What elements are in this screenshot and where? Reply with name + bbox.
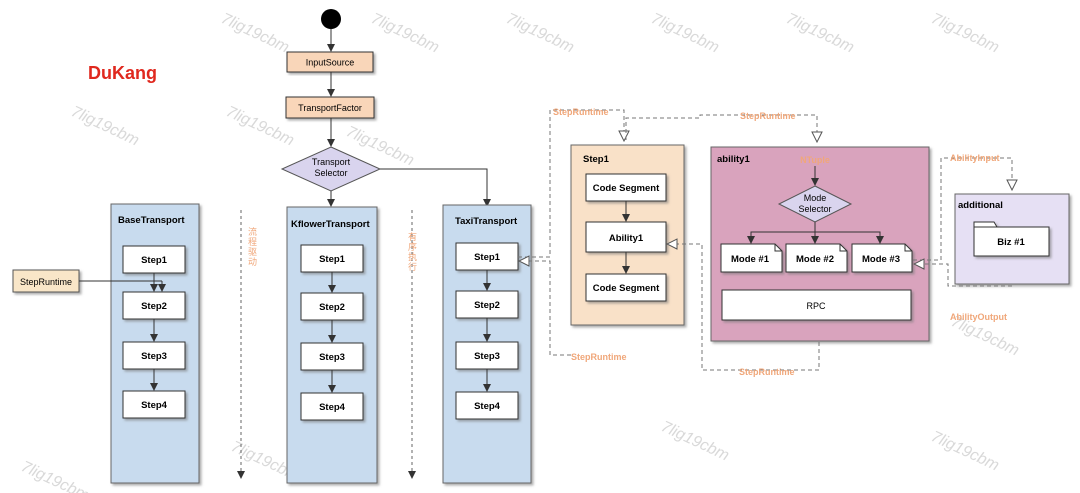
- ability1-box: [585, 221, 667, 253]
- ability-output-label: AbilityOutput: [950, 312, 1007, 322]
- base-step3-box: [122, 341, 186, 370]
- top-flow: InputSource TransportFactor Transport Se…: [280, 9, 491, 207]
- taxi-step3-label: Step3: [474, 351, 500, 362]
- ability1-panel: ability1 NTuple Mode Selector Mode #1 Mo…: [710, 146, 930, 342]
- taxi-step4-label: Step4: [474, 401, 501, 412]
- base-step4-label: Step4: [141, 400, 168, 411]
- code-segment-bottom-box: [585, 273, 667, 302]
- kflower-transport-title: KflowerTransport: [291, 219, 370, 230]
- ntuple-label: NTuple: [800, 155, 830, 165]
- base-step3-label: Step3: [141, 351, 167, 362]
- kflower-step4-box: [300, 392, 364, 421]
- input-source-label: InputSource: [306, 58, 355, 68]
- kflower-step2-box: [300, 292, 364, 321]
- transport-selector-label-2: Selector: [314, 168, 347, 178]
- watermark: 7lig19cbm: [928, 10, 1001, 56]
- watermark: 7lig19cbm: [928, 428, 1001, 474]
- mode-selector-label-1: Mode: [804, 193, 827, 203]
- taxi-step1-box: [455, 242, 519, 271]
- code-segment-top-label: Code Segment: [593, 183, 660, 194]
- watermark: 7lig19cbm: [783, 10, 856, 56]
- step-runtime-label-bottom: StepRuntime: [571, 352, 627, 362]
- kflower-transport-panel: KflowerTransport Step1 Step2 Step3 Step4: [286, 206, 378, 484]
- kflower-step3-label: Step3: [319, 352, 345, 363]
- additional-title: additional: [958, 200, 1003, 211]
- transport-factory-box: [285, 96, 375, 119]
- mode-2-note: Mode #2: [785, 243, 848, 273]
- step-runtime-note-label: StepRuntime: [20, 277, 72, 287]
- mode-1-label: Mode #1: [731, 254, 770, 265]
- step1-detail-panel: Step1 Code Segment Ability1 Code Segment: [570, 144, 685, 326]
- step-runtime-label-top: StepRuntime: [553, 107, 609, 117]
- transport-selector-label-1: Transport: [312, 157, 351, 167]
- ability-input-label: AbilityInput: [950, 153, 1000, 163]
- watermark: 7lig19cbm: [68, 103, 141, 149]
- mode-2-label: Mode #2: [796, 254, 834, 265]
- vertical-note-flow-driven: 流程驱动: [237, 210, 257, 479]
- kflower-step1-label: Step1: [319, 254, 346, 265]
- watermark: 7lig19cbm: [658, 418, 731, 464]
- base-step2-label: Step2: [141, 301, 167, 312]
- base-step1-label: Step1: [141, 255, 168, 266]
- ability1-panel-title: ability1: [717, 154, 750, 165]
- taxi-step2-label: Step2: [474, 300, 500, 311]
- flow-driven-text: 流程驱动: [247, 226, 257, 267]
- mode-3-label: Mode #3: [862, 254, 900, 265]
- ability-io-connectors: AbilityInput AbilityOutput: [913, 153, 1012, 322]
- step1-detail-title: Step1: [583, 154, 610, 165]
- kflower-step3-box: [300, 342, 364, 371]
- watermark: 7lig19cbm: [18, 458, 91, 493]
- additional-panel: additional Biz #1: [954, 193, 1070, 285]
- base-step4-box: [122, 390, 186, 419]
- biz-1-label: Biz #1: [997, 237, 1025, 248]
- watermark: 7lig19cbm: [218, 10, 291, 56]
- taxi-step1-label: Step1: [474, 252, 501, 263]
- ability1-label: Ability1: [609, 233, 644, 244]
- kflower-step4-label: Step4: [319, 402, 346, 413]
- watermark: 7lig19cbm: [503, 10, 576, 56]
- watermark: 7lig19cbm: [368, 10, 441, 56]
- taxi-step3-box: [455, 341, 519, 370]
- diagram-title: DuKang: [88, 63, 157, 83]
- kflower-step2-label: Step2: [319, 302, 345, 313]
- code-segment-bottom-label: Code Segment: [593, 283, 660, 294]
- start-node: [321, 9, 341, 29]
- mode-1-note: Mode #1: [720, 243, 783, 273]
- vertical-note-ordered-execution: 有序执行: [407, 210, 417, 479]
- mode-selector-label-2: Selector: [798, 204, 831, 214]
- input-source-box: [286, 51, 374, 73]
- ordered-execution-text: 有序执行: [407, 231, 417, 272]
- taxi-transport-panel: TaxiTransport Step1 Step2 Step3 Step4: [442, 204, 532, 484]
- step-runtime-note: StepRuntime: [12, 269, 166, 293]
- base-transport-panel: BaseTransport Step1 Step2 Step3 Step4: [110, 203, 200, 484]
- base-transport-title: BaseTransport: [118, 215, 185, 226]
- step-runtime-connectors: StepRuntime StepRuntime: [518, 107, 627, 362]
- rpc-label: RPC: [806, 301, 826, 311]
- ability-connectors: StepRuntime StepRuntime: [625, 111, 819, 377]
- rpc-box: [721, 289, 912, 321]
- mode-3-note: Mode #3: [851, 243, 913, 273]
- taxi-transport-title: TaxiTransport: [455, 216, 518, 227]
- transport-factory-label: TransportFactor: [298, 103, 362, 113]
- step-runtime-label-ability-bottom: StepRuntime: [739, 367, 795, 377]
- kflower-step1-box: [300, 244, 364, 273]
- watermark: 7lig19cbm: [648, 10, 721, 56]
- biz-folder-icon: [973, 221, 1050, 257]
- step-runtime-label-ability-top: StepRuntime: [740, 111, 796, 121]
- taxi-step4-box: [455, 391, 519, 420]
